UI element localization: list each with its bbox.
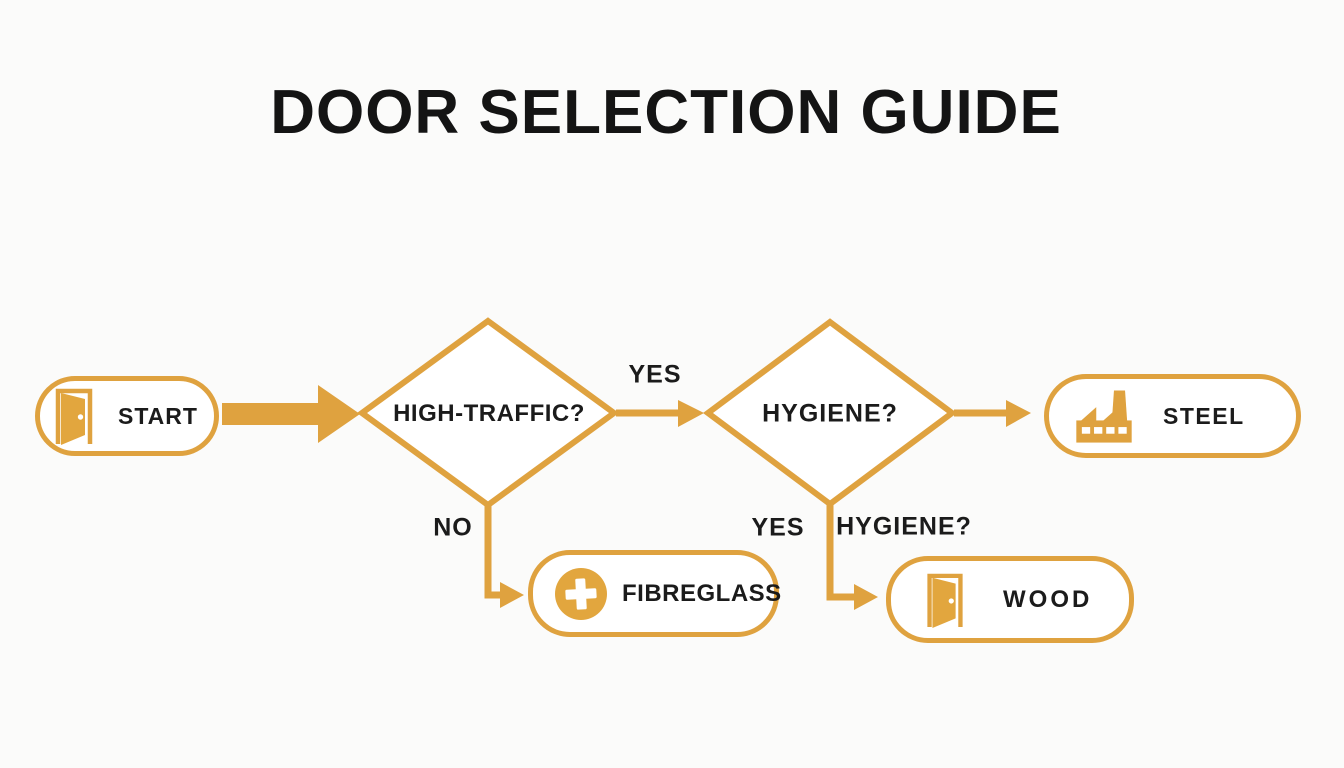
node-wood-label: WOOD [1003, 585, 1093, 613]
wood-branch-line [826, 500, 856, 601]
page-title: DOOR SELECTION GUIDE [270, 78, 1062, 147]
decision-hygiene-label: HYGIENE? [762, 399, 898, 428]
edge-label-hygiene: HYGIENE? [836, 512, 972, 541]
edge-label-yes: YES [628, 360, 682, 389]
door-icon [927, 573, 963, 628]
node-wood: WOOD [886, 556, 1134, 643]
edge-label-yes: YES [751, 513, 805, 542]
factory-icon [1076, 390, 1132, 443]
start-to-hightraffic-arrow [222, 385, 360, 443]
yes-arrowhead [678, 400, 704, 427]
edge-label-no: NO [433, 513, 473, 542]
decision-high-traffic-label: HIGH-TRAFFIC? [393, 400, 585, 427]
plus-icon [555, 567, 607, 620]
no-branch-arrowhead [500, 582, 524, 608]
door-icon [55, 388, 93, 445]
node-steel-label: STEEL [1163, 402, 1245, 429]
no-branch-line [484, 500, 502, 599]
node-start: START [35, 376, 219, 456]
decision-high-traffic-shape [356, 317, 620, 509]
node-steel: STEEL [1044, 374, 1301, 458]
wood-branch-arrowhead [854, 584, 878, 610]
steel-arrowhead [1006, 400, 1031, 427]
decision-hygiene-shape [702, 318, 958, 508]
node-fibreglass-label: FIBREGLASS [622, 579, 782, 607]
node-fibreglass: FIBREGLASS [528, 550, 782, 637]
node-start-label: START [118, 402, 198, 429]
